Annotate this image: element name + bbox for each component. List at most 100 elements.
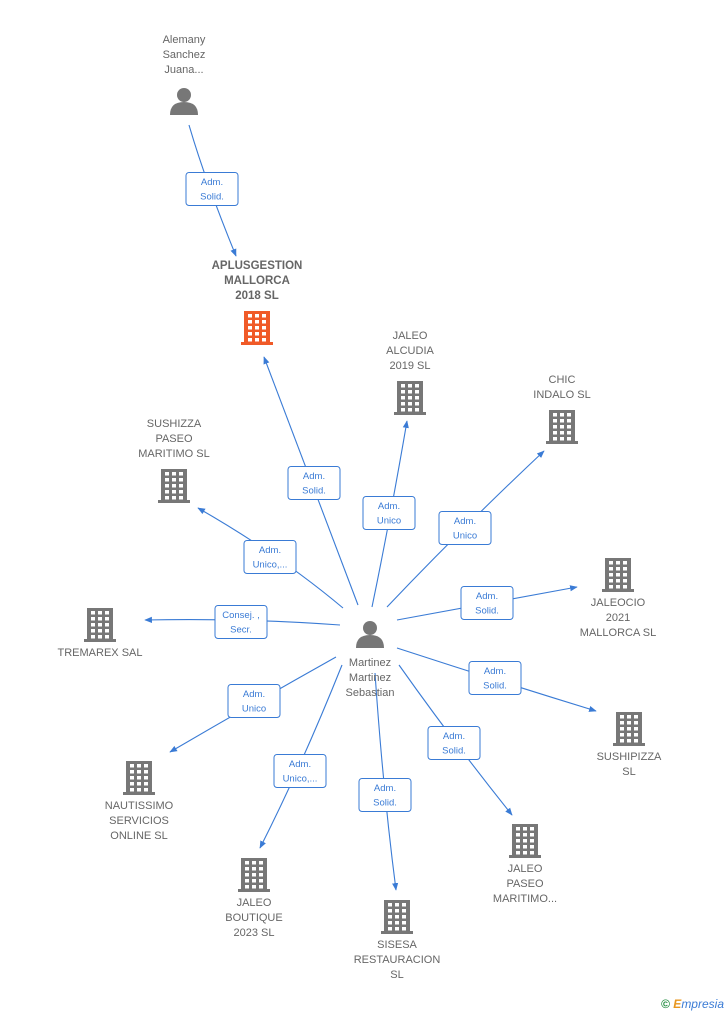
node-aplus[interactable]: APLUSGESTION MALLORCA 2018 SL [212,260,303,345]
edge-label-line: Adm. [374,783,396,794]
edge-label-line: Solid. [302,486,326,497]
edge-label-line: Adm. [289,759,311,770]
edge-label-sisesa[interactable]: Adm. Solid. [358,778,412,812]
edge-label-line: Adm. [443,731,465,742]
edge-label-box [438,511,492,545]
node-label-line: 2023 SL [234,927,275,939]
building-icon [123,761,155,795]
node-label-line: JALEO [237,897,272,909]
building-icon [602,558,634,592]
edge-label-box [468,661,522,695]
edge-label-jaleo_boutique[interactable]: Adm. Unico,... [273,754,327,788]
edge-label-line: Unico [453,531,477,542]
node-label-line: NAUTISSIMO [105,800,174,812]
building-icon [241,311,273,345]
edge-label-nautissimo[interactable]: Adm.Unico [227,684,281,718]
node-label-line: 2021 [606,612,630,624]
building-icon [84,608,116,642]
edge-label-box [185,172,239,206]
node-label-line: 2019 SL [390,360,431,372]
edge-label-line: Unico,... [283,774,318,785]
node-tremarex[interactable]: TREMAREX SAL [58,608,143,659]
edge-label-line: Solid. [373,798,397,809]
building-icon [381,900,413,934]
edge-label-jaleocio[interactable]: Adm. Solid. [460,586,514,620]
building-icon [238,858,270,892]
edge-label-aplus[interactable]: Adm. Solid. [287,466,341,500]
edge-label-sushizza[interactable]: Adm.Unico,... [243,540,297,574]
node-label-line: JALEO [508,863,543,875]
edge-label-line: Secr. [230,625,252,636]
node-label-line: JALEO [393,330,428,342]
edge-label-line: Adm. [484,666,506,677]
person-icon [356,621,384,648]
edge-label-jaleo_alcudia[interactable]: Adm. Unico [362,496,416,530]
node-label-line: MALLORCA [224,275,290,287]
edge-label-line: Unico [242,704,266,715]
edge-label-line: Adm. [201,177,223,188]
edge-label-tremarex[interactable]: Consej. , Secr. [214,605,268,639]
edge-label-line: Adm. [476,591,498,602]
edge-label-line: Unico,... [253,560,288,571]
node-alemany[interactable]: AlemanySanchezJuana... [163,34,206,115]
node-label-line: SUSHIPIZZA [597,751,662,763]
node-jaleo_boutique[interactable]: JALEO BOUTIQUE 2023 SL [225,858,283,939]
edge-label-aplus[interactable]: Adm.Solid. [185,172,239,206]
edge-label-box [287,466,341,500]
copyright-footer: © Empresia [661,997,724,1011]
brand-logo-e: E [673,997,682,1011]
edge-label-line: Adm. [378,501,400,512]
edge-label-line: Solid. [475,606,499,617]
edge-label-line: Consej. , [222,610,260,621]
building-icon [509,824,541,858]
edge-label-line: Solid. [442,746,466,757]
node-label-line: 2018 SL [235,290,278,302]
node-label-line: SISESA [377,939,417,951]
building-icon [613,712,645,746]
edge-label-line: Unico [377,516,401,527]
edge-label-box [273,754,327,788]
node-label-line: SL [622,766,635,778]
node-label-line: JALEOCIO [591,597,646,609]
node-sushipizza[interactable]: SUSHIPIZZA SL [597,712,662,778]
node-label-line: CHIC [549,374,576,386]
node-label-line: ONLINE SL [110,830,167,842]
node-label-line: SUSHIZZA [147,418,202,430]
node-label-line: Martinez [349,657,391,669]
edge-label-line: Adm. [454,516,476,527]
node-jaleo_paseo[interactable]: JALEO PASEO MARITIMO... [493,824,557,905]
node-label-line: MARITIMO... [493,893,557,905]
edge-label-line: Solid. [483,681,507,692]
person-icon [170,88,198,115]
node-label-line: Sebastian [346,687,395,699]
edge-label-box [427,726,481,760]
edge-label-box [362,496,416,530]
node-label-line: Alemany [163,34,206,46]
edge-label-box [243,540,297,574]
node-label-line: Martinez [349,672,391,684]
brand-logo-text: mpresia [681,997,724,1011]
node-label-line: APLUSGESTION [212,260,303,272]
copyright-icon: © [661,997,670,1011]
edge-label-jaleo_paseo[interactable]: Adm. Solid. [427,726,481,760]
edge-label-box [460,586,514,620]
edge-label-sushipizza[interactable]: Adm. Solid. [468,661,522,695]
node-label-line: Sanchez [163,49,206,61]
node-label-line: MARITIMO SL [138,448,210,460]
edge-label-chic[interactable]: Adm. Unico [438,511,492,545]
building-icon [158,469,190,503]
edge-label-box [358,778,412,812]
node-label-line: PASEO [506,878,544,890]
node-label-line: BOUTIQUE [225,912,282,924]
nodes-layer: AlemanySanchezJuana...APLUSGESTIONMALLOR… [58,34,663,981]
edge-label-line: Adm. [303,471,325,482]
